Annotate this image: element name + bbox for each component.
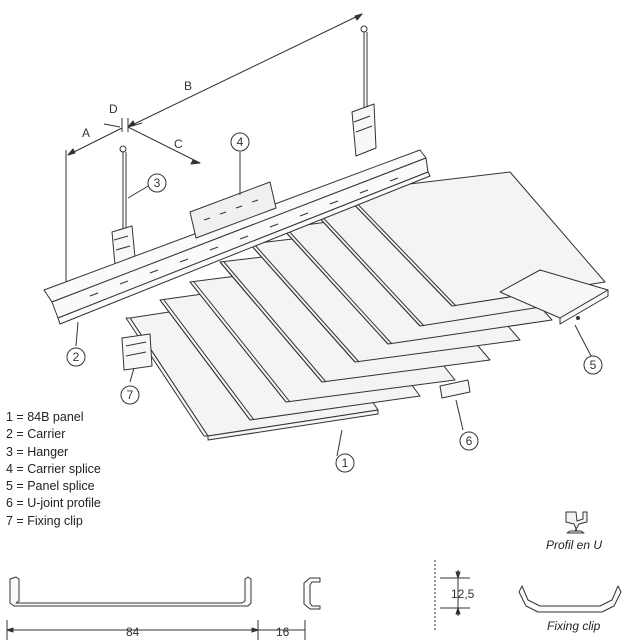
profil-en-u-caption: Profil en U	[546, 538, 603, 552]
callout-leaders	[75, 152, 592, 457]
callout-circles	[66, 132, 603, 473]
legend-item: 2 = Carrier	[6, 427, 66, 442]
legend-item: 6 = U-joint profile	[6, 496, 101, 511]
legend-item: 3 = Hanger	[6, 444, 69, 459]
legend: 1 = 84B panel 2 = Carrier 3 = Hanger 4 =…	[6, 409, 101, 530]
panel-splice	[499, 269, 609, 325]
dim-b-label: B	[184, 79, 192, 93]
callout-3: 3	[154, 176, 161, 190]
panels	[125, 171, 606, 441]
hanger-right	[351, 25, 377, 157]
dim-16-label: 16	[276, 625, 290, 639]
callout-4: 4	[237, 135, 244, 149]
panel-profile-drawing	[6, 576, 306, 640]
legend-item: 5 = Panel splice	[6, 479, 95, 494]
callout-2: 2	[73, 350, 80, 364]
dim-c-label: C	[174, 137, 183, 151]
hanger-left	[111, 145, 137, 277]
carrier-splice	[189, 181, 277, 239]
legend-item: 1 = 84B panel	[6, 410, 84, 424]
legend-item: 4 = Carrier splice	[6, 461, 101, 476]
legend-item: 7 = Fixing clip	[6, 513, 83, 528]
dim-12-5-label: 12,5	[451, 587, 475, 601]
dim-d-label: D	[109, 102, 118, 116]
carrier	[43, 149, 431, 325]
callout-numbers: 1 2 3 4 5 6 7	[73, 135, 597, 470]
callout-1: 1	[342, 456, 349, 470]
profil-en-u-drawing	[565, 511, 588, 534]
dim-84-label: 84	[126, 625, 140, 639]
profile-height-drawing	[303, 560, 470, 630]
u-joint-profile	[439, 379, 471, 399]
dimension-labels: B A D C 84 16 12,5	[82, 79, 475, 639]
dim-a-label: A	[82, 126, 90, 140]
callout-5: 5	[590, 358, 597, 372]
fixing-clip-detail	[121, 333, 153, 371]
callout-6: 6	[466, 434, 473, 448]
callout-7: 7	[127, 388, 134, 402]
dimension-lines	[65, 13, 363, 290]
fixing-clip-profile-drawing	[518, 585, 622, 613]
panel-grooves	[159, 191, 457, 421]
fixing-clip-caption: Fixing clip	[547, 619, 601, 633]
